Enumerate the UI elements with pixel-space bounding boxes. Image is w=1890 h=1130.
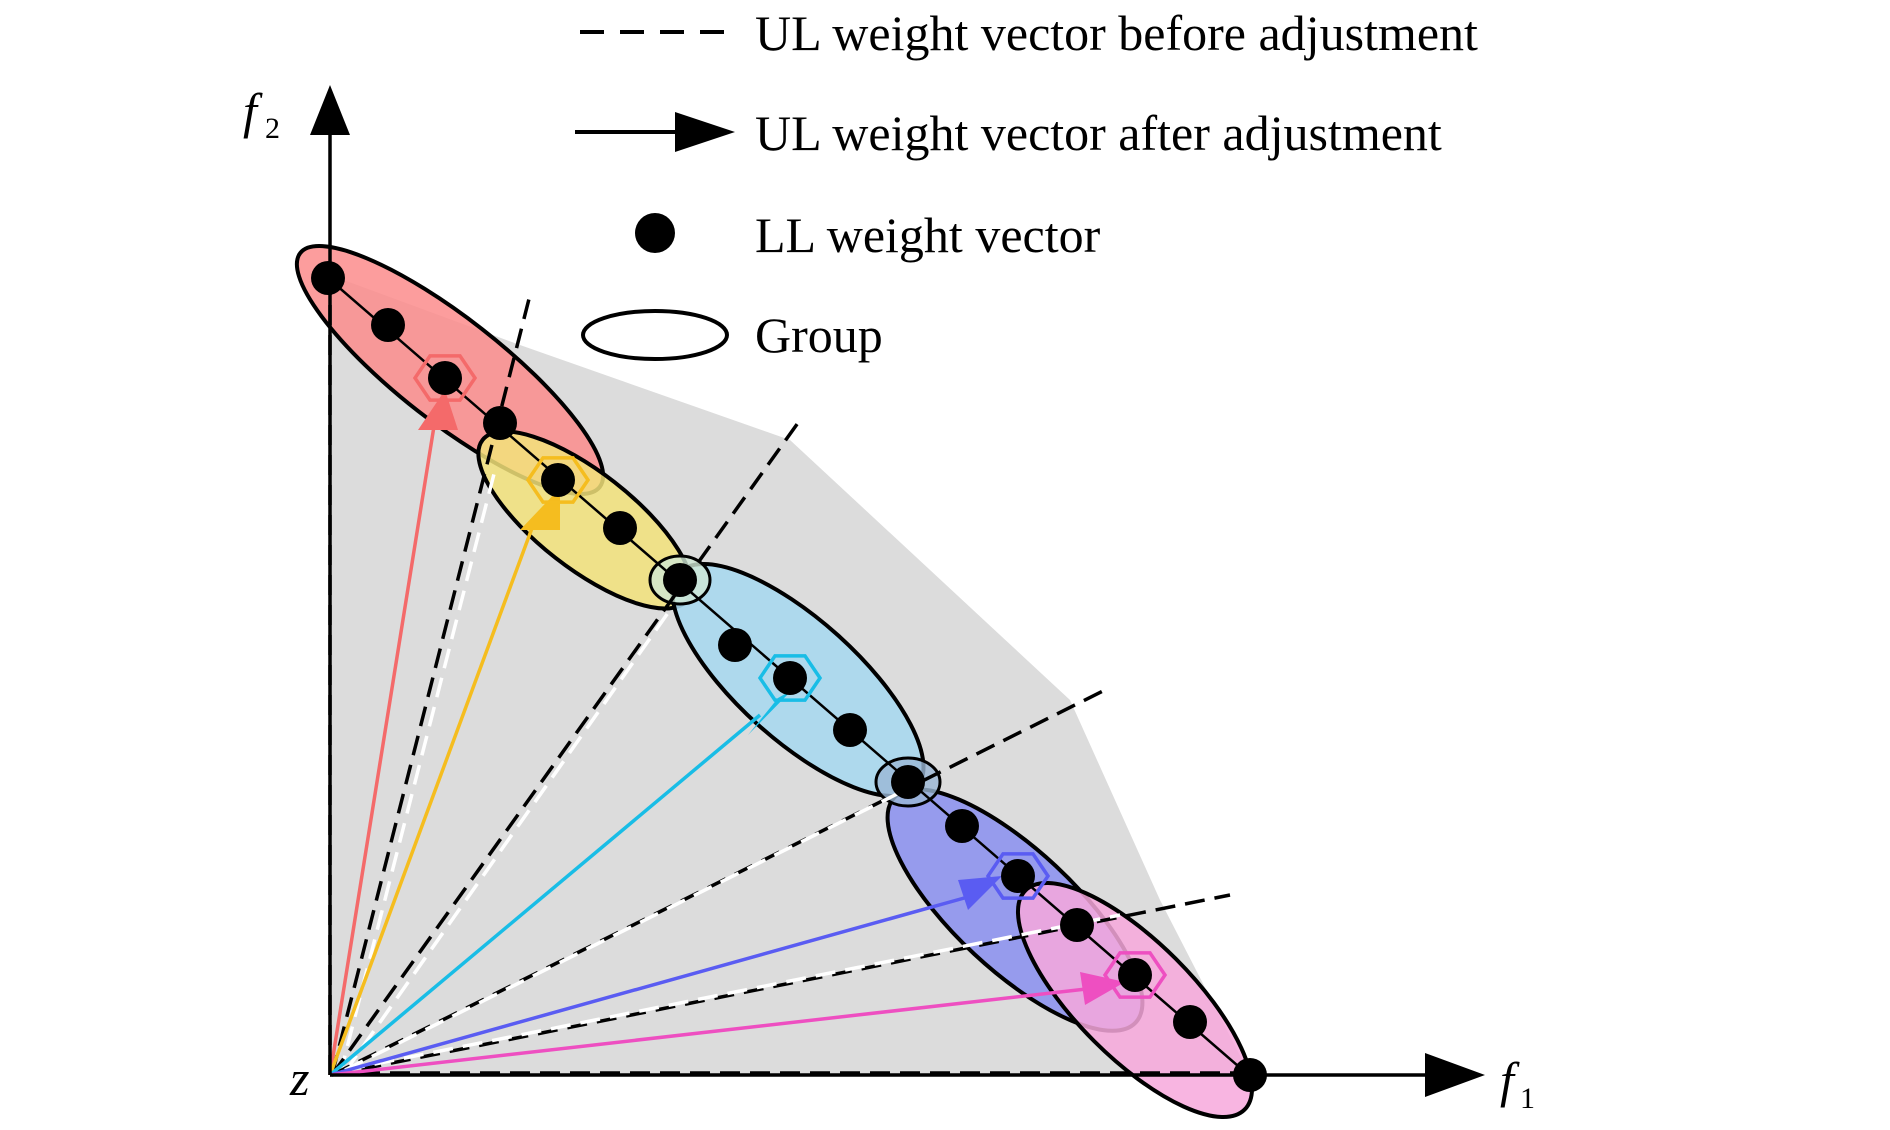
ll-weight-vector-dot	[891, 765, 925, 799]
ll-weight-vector-dot	[1118, 958, 1152, 992]
legend: UL weight vector before adjustment UL we…	[575, 5, 1478, 363]
ul-target-hexagon	[1102, 951, 1168, 999]
origin-label: z	[289, 1050, 309, 1106]
ll-weight-vector-dot	[1001, 859, 1035, 893]
y-axis-arrowhead	[310, 85, 350, 135]
ll-weight-vector-dot	[1060, 908, 1094, 942]
ul-target-hexagon	[412, 354, 478, 402]
ll-weight-vectors	[311, 261, 1267, 1092]
legend-group-label: Group	[755, 307, 883, 363]
ll-weight-vector-dot	[603, 511, 637, 545]
x-axis-label: f	[1500, 1052, 1520, 1108]
ul-before-line-3w	[343, 608, 672, 1074]
ul-before-line-4w	[344, 788, 906, 1072]
legend-before-label: UL weight vector before adjustment	[755, 5, 1478, 61]
legend-ll-label: LL weight vector	[755, 207, 1101, 263]
ll-weight-vector-dot	[663, 563, 697, 597]
ul-after-arrowhead-pink	[1080, 972, 1125, 1005]
ll-weight-vector-dot	[371, 308, 405, 342]
ll-weight-vector-dot	[1173, 1005, 1207, 1039]
axes: f 2 f 1 z	[243, 83, 1535, 1115]
legend-after-arrowhead	[675, 112, 735, 152]
ul-before-line-3	[330, 418, 802, 1077]
ll-weight-vector-dot	[945, 809, 979, 843]
ul-after-line-pink	[329, 986, 1096, 1077]
x-axis-subscript: 1	[1520, 1082, 1535, 1115]
ll-weight-vector-dot	[718, 628, 752, 662]
x-axis-arrowhead	[1425, 1053, 1485, 1097]
ul-after-arrowhead-blue	[958, 876, 1002, 910]
ul-after-arrowhead-yellow	[520, 488, 560, 530]
ul-after-arrows	[328, 390, 1125, 1077]
ll-weight-vector-dot	[833, 713, 867, 747]
ll-weight-vector-dot	[428, 361, 462, 395]
ul-target-hexagon	[757, 654, 823, 702]
legend-after-label: UL weight vector after adjustment	[755, 105, 1442, 161]
y-axis-subscript: 2	[265, 112, 280, 145]
hexagon-markers	[412, 354, 1168, 999]
ul-target-hexagon	[525, 456, 591, 504]
legend-ll-dot	[635, 213, 675, 253]
ul-before-lines	[328, 285, 1250, 1077]
legend-group-symbol	[581, 309, 729, 361]
ul-after-line-blue	[329, 893, 976, 1077]
ll-weight-vector-dot	[311, 261, 345, 295]
ll-weight-vector-dot	[483, 406, 517, 440]
ul-before-line-4	[331, 688, 1106, 1077]
ul-before-line-5w	[344, 913, 1121, 1072]
ul-after-line-red	[328, 419, 437, 1076]
y-axis-label: f	[243, 83, 263, 139]
ul-after-line-cyan	[328, 713, 762, 1077]
ul-after-line-yellow	[328, 519, 537, 1076]
ll-weight-vector-dot	[541, 463, 575, 497]
ll-weight-vector-dot	[773, 661, 807, 695]
ul-target-hexagon	[985, 852, 1051, 900]
